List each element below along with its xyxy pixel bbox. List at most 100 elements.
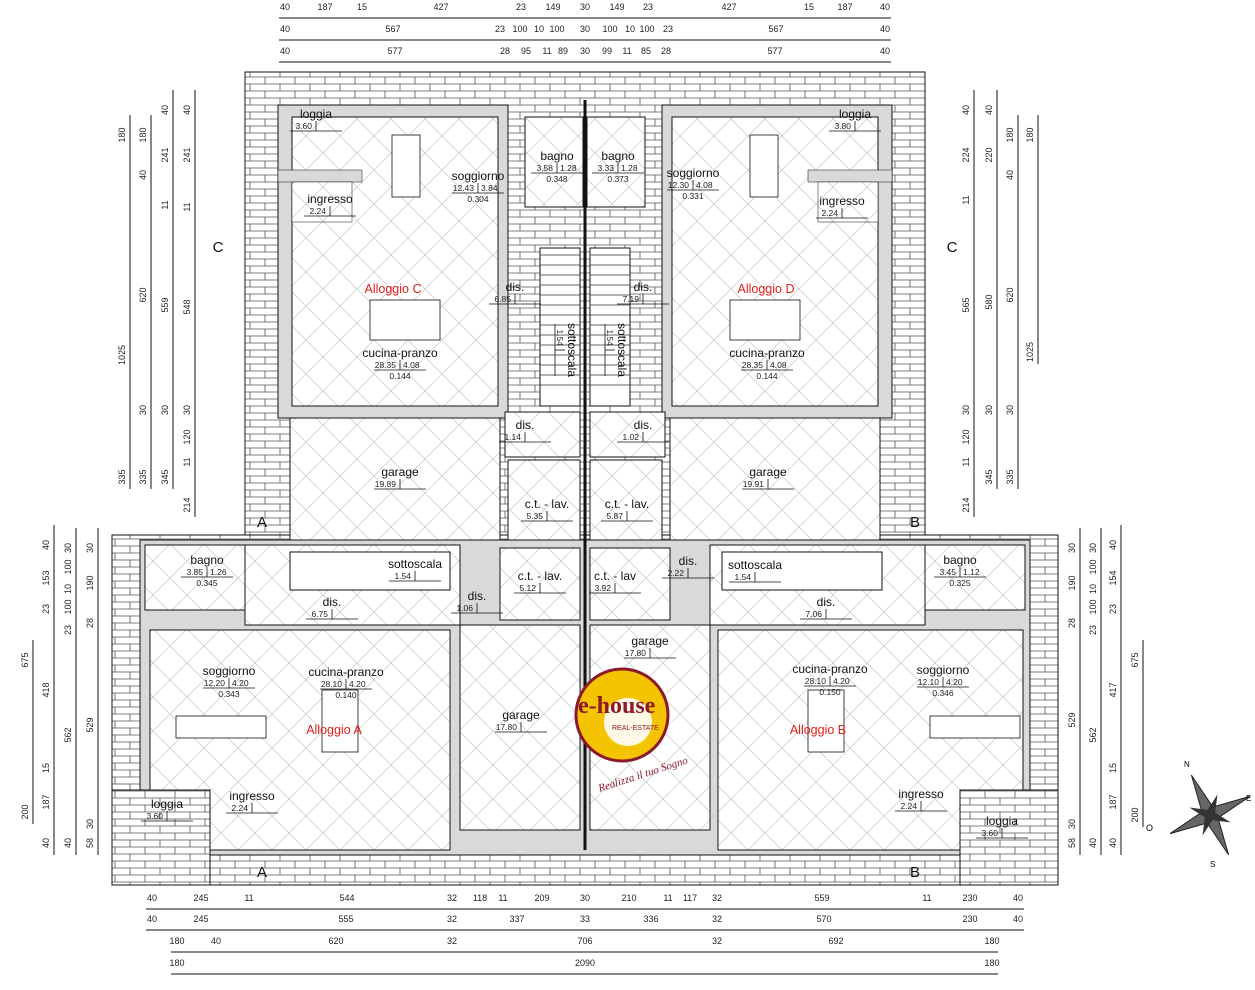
logo-brand: e-house (578, 693, 656, 719)
dimension-label: 100 (549, 24, 564, 34)
room-name: loggia (300, 107, 332, 121)
sofa-d (749, 134, 779, 198)
room-name: ingresso (229, 789, 275, 803)
dimension-label: 33 (580, 914, 590, 924)
dimension-label: 95 (521, 46, 531, 56)
room-name: bagno (540, 149, 574, 163)
dimension-label: 154 (1108, 570, 1118, 585)
dimension-label: 11 (182, 457, 192, 466)
sofa-a (175, 715, 267, 739)
room-label: dis.1.14 (499, 418, 551, 443)
dimension-label: 15 (41, 763, 51, 773)
room-name: soggiorno (917, 663, 970, 677)
dimension-label: 335 (1005, 469, 1015, 484)
room-area: 12.30 (668, 180, 690, 190)
dimension-label: 30 (580, 2, 590, 12)
dimension-label: 675 (1130, 652, 1140, 667)
dimension-label: 570 (816, 914, 831, 924)
room-area: 1.54 (734, 572, 751, 582)
dimension-label: 577 (767, 46, 782, 56)
dimension-label: 11 (622, 46, 631, 56)
dimension-label: 30 (961, 405, 971, 415)
room-area: 3.60 (146, 811, 163, 821)
section-marker: C (947, 239, 958, 256)
dimension-label: 559 (814, 893, 829, 903)
room-window-area: 1.28 (621, 163, 638, 173)
dimension-label: 23 (516, 2, 526, 12)
room-area: 2.24 (309, 206, 326, 216)
dimension-label: 40 (147, 893, 157, 903)
room-name: ingresso (898, 787, 944, 801)
dimension-label: 28 (85, 618, 95, 628)
room-label: dis.7.19 (617, 280, 669, 305)
dimension-label: 180 (169, 936, 184, 946)
sofa-c (391, 134, 421, 198)
room-ratio: 0.348 (546, 174, 568, 184)
dimension-label: 89 (558, 46, 568, 56)
dimension-label: 187 (1108, 794, 1118, 809)
dimension-label: 529 (1067, 712, 1077, 727)
floor-ingresso-d (817, 181, 879, 223)
dimension-label: 190 (85, 575, 95, 590)
room-ratio: 0.345 (196, 578, 218, 588)
dimension-label: 567 (385, 24, 400, 34)
room-area: 28.35 (742, 360, 764, 370)
dimension-label: 10 (1088, 584, 1098, 594)
room-area: 19.89 (375, 479, 397, 489)
dimension-label: 40 (280, 2, 290, 12)
dimension-label: 15 (1108, 763, 1118, 773)
dimension-label: 32 (447, 893, 457, 903)
unit-label: Alloggio A (306, 723, 362, 737)
room-area: 19.91 (743, 479, 765, 489)
dimension-label: 40 (63, 838, 73, 848)
floor-ct-lav-d (589, 459, 663, 541)
room-area: 1.54 (605, 329, 615, 346)
dimension-label: 32 (447, 936, 457, 946)
room-ratio: 0.346 (932, 688, 954, 698)
dimension-label: 32 (712, 893, 722, 903)
dimension-label: 40 (1013, 893, 1023, 903)
dimension-label: 230 (962, 893, 977, 903)
room-name: sottoscala (565, 323, 579, 377)
room-window-area: 3.84 (481, 183, 498, 193)
room-name: loggia (839, 107, 871, 121)
dimension-label: 427 (721, 2, 736, 12)
room-window-area: 4.20 (833, 676, 850, 686)
dimension-label: 180 (138, 127, 148, 142)
compass-e: E (1246, 794, 1251, 803)
dimension-label: 40 (182, 105, 192, 115)
section-marker: A (257, 864, 267, 881)
dimension-label: 30 (160, 405, 170, 415)
dimension-label: 529 (85, 717, 95, 732)
dimension-label: 58 (85, 838, 95, 848)
dimension-label: 15 (357, 2, 367, 12)
room-name: soggiorno (452, 169, 505, 183)
dimension-label: 187 (317, 2, 332, 12)
room-name: cucina-pranzo (362, 346, 438, 360)
dimension-label: 241 (160, 147, 170, 162)
compass-s: S (1210, 860, 1215, 869)
dimension-label: 40 (280, 46, 290, 56)
room-area: 12.20 (204, 678, 226, 688)
dimension-label: 345 (160, 469, 170, 484)
dimension-label: 100 (63, 559, 73, 574)
dining-table-c (369, 299, 441, 341)
room-label: c.t. - lav.5.12 (514, 569, 566, 594)
dimension-label: 180 (117, 127, 127, 142)
dimension-label: 30 (1088, 543, 1098, 553)
room-area: 5.35 (526, 511, 543, 521)
dimension-label: 241 (182, 147, 192, 162)
room-window-area: 1.12 (963, 567, 980, 577)
dimension-label: 120 (961, 429, 971, 444)
stairs-a (289, 551, 451, 591)
